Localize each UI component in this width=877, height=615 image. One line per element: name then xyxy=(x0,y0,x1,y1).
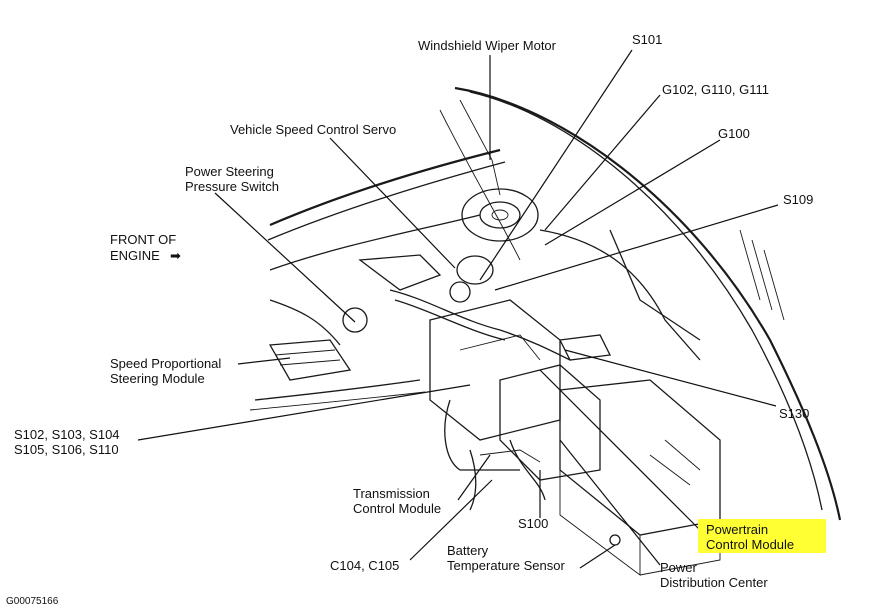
label-splices-2: S105, S106, S110 xyxy=(14,442,119,457)
leader-s102 xyxy=(137,384,471,441)
label-s109: S109 xyxy=(783,192,813,207)
leader-s101 xyxy=(479,49,633,281)
sps-module-detail xyxy=(274,349,341,366)
callout-labels: Windshield Wiper Motor S101 G102, G110, … xyxy=(6,32,826,607)
cowl-line-lower xyxy=(267,161,506,241)
label-g102-g110-g111: G102, G110, G111 xyxy=(662,82,769,97)
label-battery-temp-1: Battery xyxy=(447,543,489,558)
leader-battery-temp xyxy=(579,544,616,569)
leader-lines xyxy=(137,49,779,569)
label-pdc-1: Power xyxy=(660,560,698,575)
pdc-box xyxy=(559,379,721,536)
cowl-panel-line xyxy=(269,214,481,271)
leader-pdc xyxy=(559,439,661,566)
leader-pcm xyxy=(539,369,701,531)
label-windshield-wiper-motor: Windshield Wiper Motor xyxy=(418,38,557,53)
lower-crossmember-2 xyxy=(249,391,426,411)
leader-speed-control-servo xyxy=(329,137,456,269)
battery-temp-sensor xyxy=(609,534,621,546)
inner-fender-edge xyxy=(539,229,701,361)
battery-tray xyxy=(444,399,520,471)
label-pcm-2: Control Module xyxy=(706,537,794,552)
label-vehicle-speed-control-servo: Vehicle Speed Control Servo xyxy=(230,122,396,137)
label-power-steering-1: Power Steering xyxy=(185,164,274,179)
harness-c104 xyxy=(469,449,477,511)
label-g100: G100 xyxy=(718,126,750,141)
label-s100: S100 xyxy=(518,516,548,531)
a-pillar-line xyxy=(439,109,521,261)
label-speed-proportional-1: Speed Proportional xyxy=(110,356,221,371)
harness-s100 xyxy=(509,439,546,501)
ps-pump xyxy=(358,254,442,291)
sps-module xyxy=(268,339,352,381)
label-s101: S101 xyxy=(632,32,662,47)
wiper-linkage xyxy=(459,99,501,196)
ps-line xyxy=(269,299,341,346)
strut-tower xyxy=(461,188,539,242)
leader-g102 xyxy=(544,94,661,231)
servo-pulley xyxy=(449,281,471,303)
label-tcm-1: Transmission xyxy=(353,486,430,501)
pcm-bracket xyxy=(429,299,561,441)
pcm-highlight xyxy=(698,519,826,553)
label-pdc-2: Distribution Center xyxy=(660,575,768,590)
fender-inner-line xyxy=(469,91,823,511)
label-speed-proportional-2: Steering Module xyxy=(110,371,205,386)
cowl-line-upper xyxy=(269,148,501,227)
pcm-bracket-detail xyxy=(459,334,541,361)
leader-s130 xyxy=(564,349,777,407)
pdc-ribs xyxy=(649,439,701,486)
strut-tower-cap xyxy=(479,201,521,229)
engine-bay-illustration xyxy=(249,86,842,576)
leader-ps-switch xyxy=(214,192,356,323)
label-c104-c105: C104, C105 xyxy=(330,558,399,573)
strut-tower-bolt xyxy=(491,209,509,221)
harness-main xyxy=(389,289,571,361)
front-arrow-icon: ➡ xyxy=(170,248,181,263)
leader-s109 xyxy=(494,204,779,291)
leader-sps-module xyxy=(237,357,291,365)
fender-outline xyxy=(454,86,842,521)
s130-connector xyxy=(559,334,611,361)
ps-pressure-switch xyxy=(342,307,368,333)
label-front-of-engine-1: FRONT OF xyxy=(110,232,176,247)
label-s130: S130 xyxy=(779,406,809,421)
label-power-steering-2: Pressure Switch xyxy=(185,179,279,194)
harness-main-2 xyxy=(394,299,506,341)
label-pcm-1: Powertrain xyxy=(706,522,768,537)
connector-cluster xyxy=(479,449,541,463)
fender-brace xyxy=(609,229,701,341)
leader-g100 xyxy=(544,139,721,246)
leader-tcm xyxy=(457,454,491,501)
pdc-box-side xyxy=(559,470,641,576)
label-battery-temp-2: Temperature Sensor xyxy=(447,558,565,573)
figure-id: G00075166 xyxy=(6,596,59,607)
label-front-of-engine-2: ENGINE xyxy=(110,248,160,263)
servo-body xyxy=(456,255,494,285)
label-splices-1: S102, S103, S104 xyxy=(14,427,120,442)
label-tcm-2: Control Module xyxy=(353,501,441,516)
lower-crossmember xyxy=(254,379,421,401)
fender-hatch xyxy=(739,229,785,321)
leader-c104 xyxy=(409,479,493,561)
tcm-housing xyxy=(499,364,601,481)
